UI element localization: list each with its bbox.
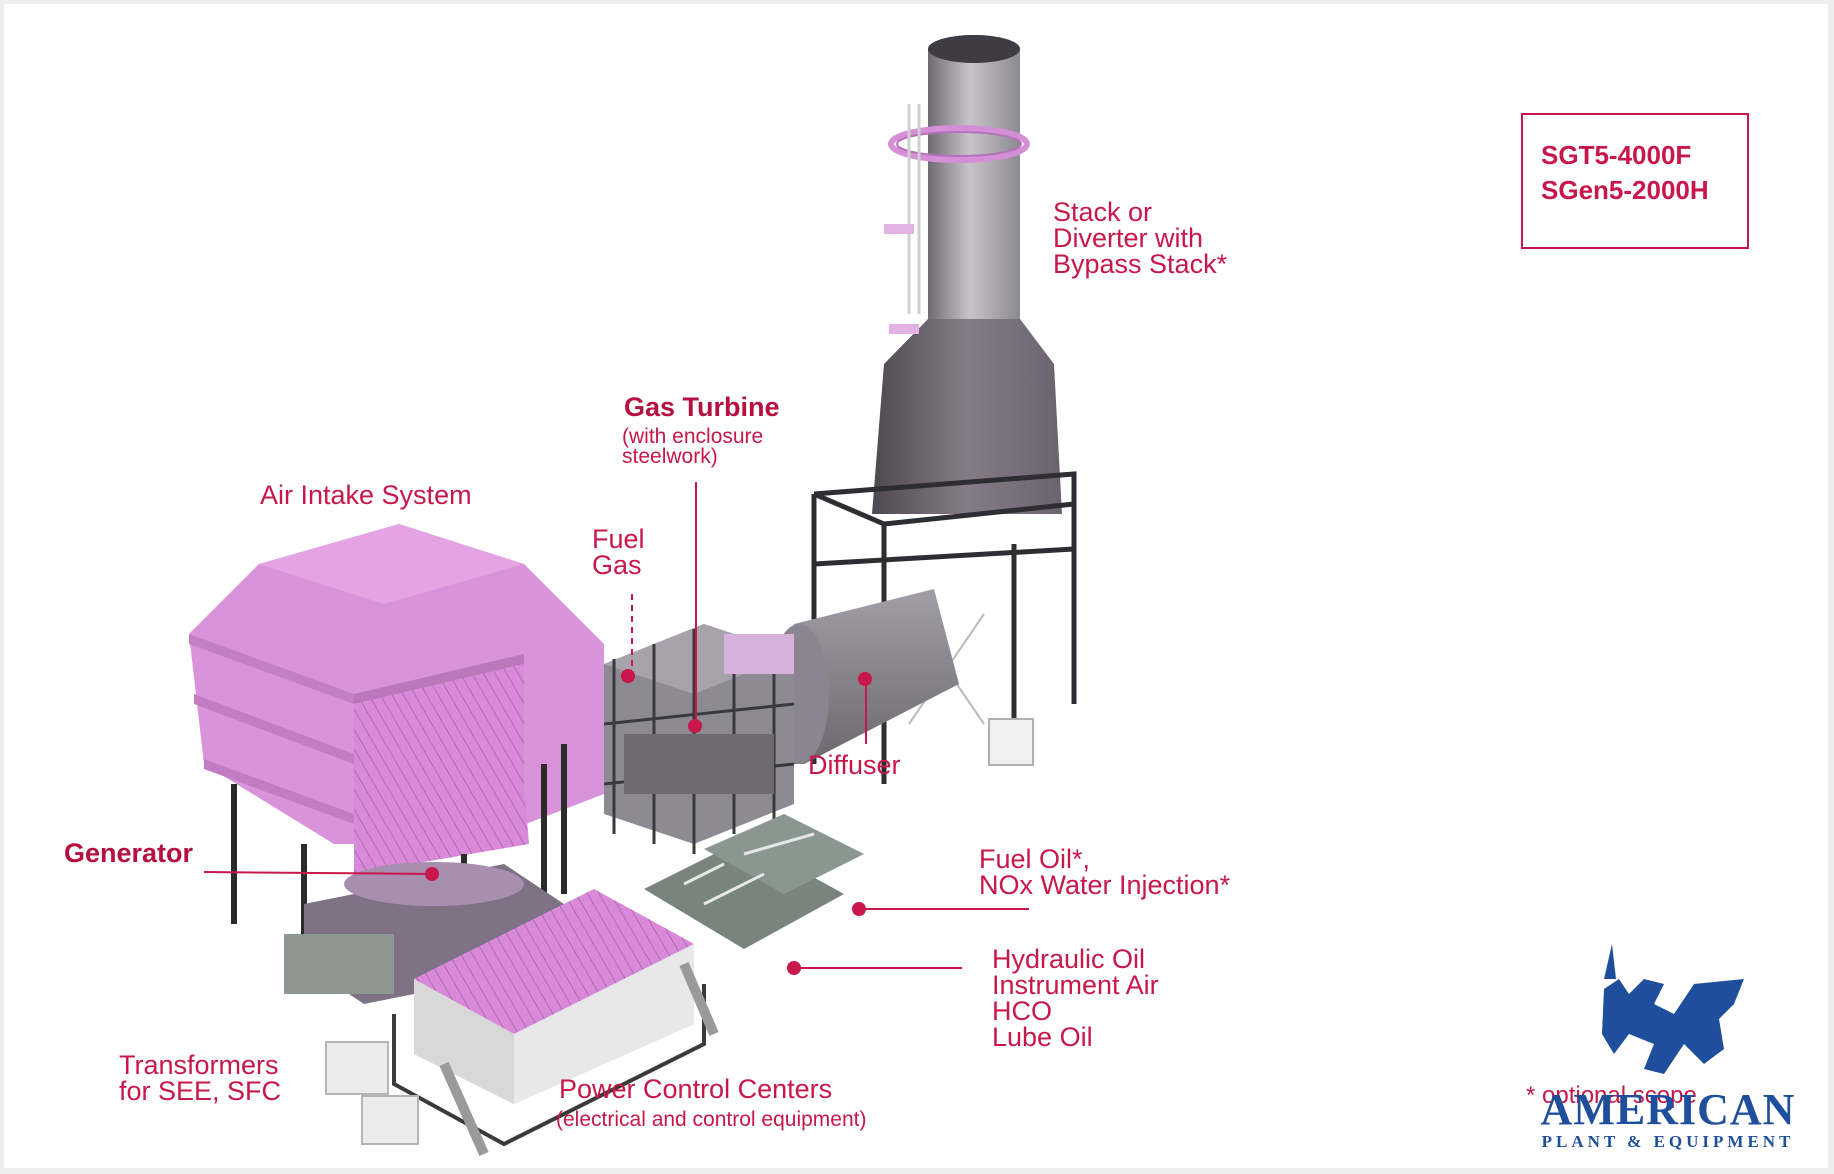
leader-lines [203,482,1029,969]
transformers-label: Transformers for SEE, SFC [119,1050,282,1106]
generator-label: Generator [64,838,194,868]
power-control-note: (electrical and control equipment) [556,1108,867,1131]
logo-name: AMERICAN [1540,1085,1796,1134]
optional-scope-footnote: * optional scope [1526,1082,1697,1109]
gas-turbine-label: Gas Turbine [624,392,780,422]
gas-turbine-enclosure [603,624,795,854]
generator-leader [203,871,433,875]
griffin-logo-mark [1602,944,1744,1074]
power-control-centers [392,889,719,1157]
logo-tagline: PLANT & EQUIPMENT [1541,1132,1795,1151]
air-intake-system [189,524,604,874]
fuel-oil-label: Fuel Oil*, NOx Water Injection* [979,844,1231,900]
model-box: SGT5-4000F SGen5-2000H [1521,113,1749,249]
diffuser-label: Diffuser [808,750,901,780]
air-intake-label: Air Intake System [260,480,472,510]
turbine-model: SGT5-4000F [1541,140,1692,170]
gas-turbine-note: (with enclosure steelwork) [622,425,764,468]
hydraulic-label: Hydraulic Oil Instrument Air HCO Lube Oi… [992,944,1159,1052]
diagram-frame: Stack or Diverter with Bypass Stack* Gas… [4,4,1828,1168]
fuel-gas-label: Fuel Gas [592,524,645,580]
power-plant-illustration [189,35,1744,1157]
leader-dots [425,669,872,975]
power-control-label: Power Control Centers [559,1074,833,1104]
transformers [325,1041,419,1145]
stack [872,35,1062,514]
stack-label: Stack or Diverter with Bypass Stack* [1053,197,1228,279]
auxiliary-skids [644,814,864,949]
generator-model: SGen5-2000H [1541,175,1709,205]
